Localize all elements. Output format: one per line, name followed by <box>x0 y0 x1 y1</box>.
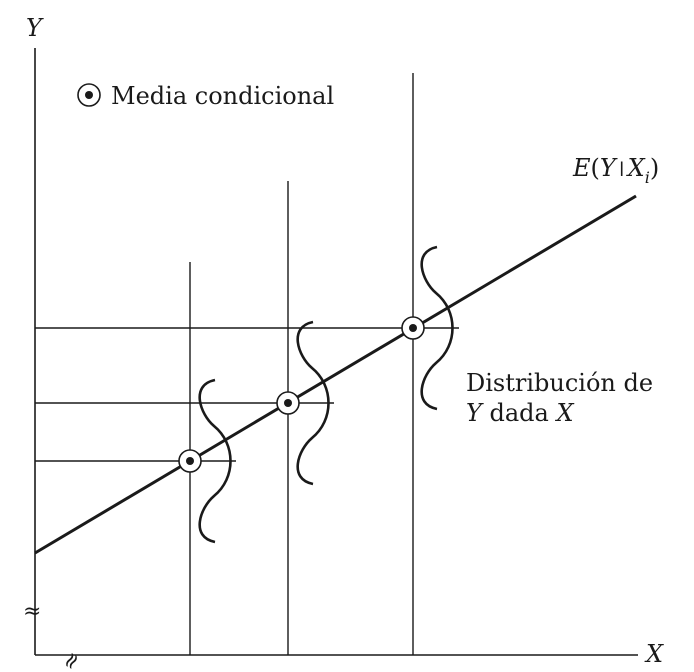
regression-label-subscript: i <box>645 168 650 187</box>
regression-label-x: X <box>626 154 646 182</box>
distribution-note-line1: Distribución de <box>466 369 653 397</box>
regression-line <box>34 194 637 555</box>
conditional-mean-marker-1 <box>178 449 202 473</box>
regression-label-e: E <box>572 154 591 182</box>
y-axis-label: Y <box>26 14 44 42</box>
distribution-note-y: Y <box>466 399 484 427</box>
conditional-distribution-curve-3 <box>420 245 454 411</box>
distribution-note-mid: dada <box>482 399 557 427</box>
y-axis-break: ≈ <box>23 599 41 624</box>
regression-label-bar: ǀ <box>619 157 625 181</box>
conditional-mean-marker-3 <box>401 316 425 340</box>
regression-label-open-paren: ( <box>591 154 600 182</box>
x-axis-label: X <box>644 640 664 668</box>
conditional-distribution-curve-1 <box>198 378 232 544</box>
circled-dot-icon <box>77 83 101 107</box>
conditional-mean-marker-2 <box>276 391 300 415</box>
distribution-note-x: X <box>554 399 574 427</box>
conditional-distribution-curve-2 <box>296 320 330 486</box>
regression-label-y: Y <box>600 154 618 182</box>
regression-label-close-paren: ) <box>650 154 659 182</box>
legend-label: Media condicional <box>111 82 334 110</box>
distribution-note-line2: Y dada X <box>466 399 574 427</box>
x-axis-break: ≈ <box>56 647 87 672</box>
legend: Media condicional <box>77 82 334 110</box>
